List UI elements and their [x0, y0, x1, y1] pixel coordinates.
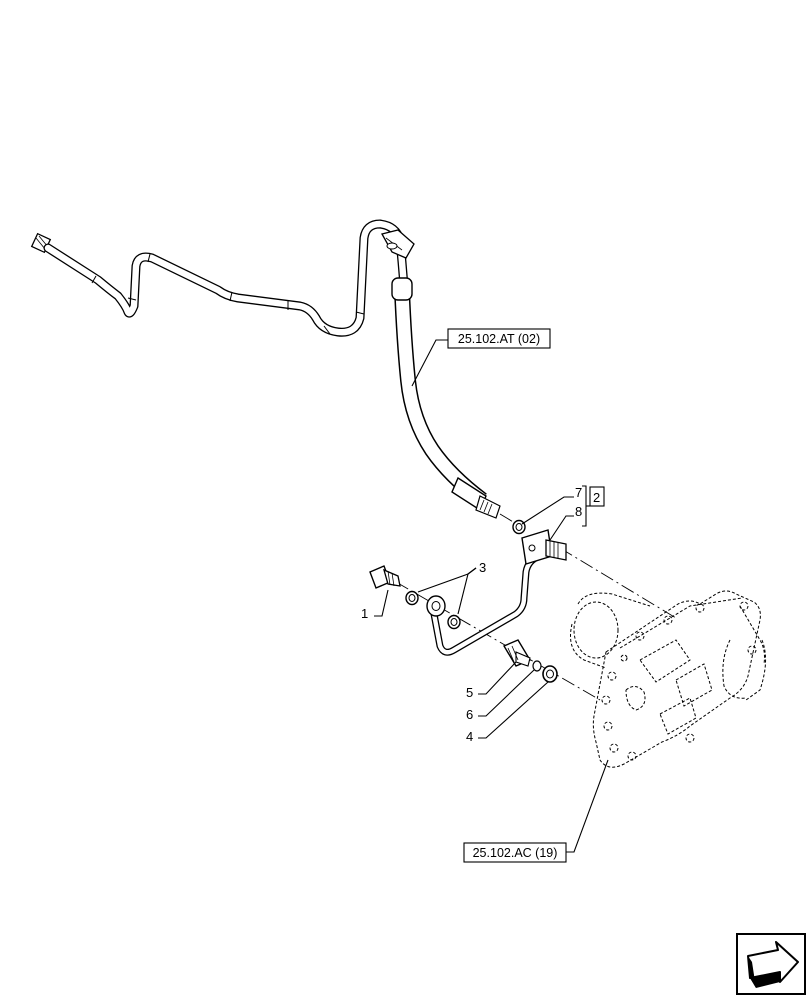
adapter-fitting-part-5	[502, 639, 532, 667]
banjo-fitting-upper	[545, 539, 567, 561]
pipe-bracket	[381, 229, 415, 259]
upper-pipe-assembly	[30, 219, 501, 519]
group-bracket	[582, 485, 605, 527]
reference-box-upper-pipe[interactable]: 25.102.AT (02)	[447, 328, 551, 349]
part-label-3: 3	[479, 560, 486, 575]
part-label-6: 6	[466, 707, 473, 722]
seal-part-6	[532, 660, 542, 672]
seal-part-7	[512, 519, 526, 535]
seal-part-4	[542, 665, 558, 683]
pipe-clamp-marks	[91, 253, 365, 335]
leader-lines	[374, 339, 609, 853]
part-label-1: 1	[361, 606, 368, 621]
part-label-2: 2	[593, 490, 600, 505]
banjo-fitting-lower	[426, 595, 446, 617]
next-page-arrow-icon[interactable]	[736, 933, 806, 995]
small-pipe-assembly	[426, 529, 567, 656]
seal-part-3b	[447, 614, 461, 630]
banjo-bolt-part-1	[369, 565, 401, 589]
upper-pipe-tube	[43, 219, 409, 337]
part-label-7: 7	[575, 485, 582, 500]
reference-label-housing: 25.102.AC (19)	[473, 846, 558, 860]
reference-label-upper-pipe: 25.102.AT (02)	[458, 332, 540, 346]
transmission-housing	[570, 590, 766, 768]
reference-box-housing[interactable]: 25.102.AC (19)	[463, 842, 567, 863]
part-label-5: 5	[466, 685, 473, 700]
part-label-4: 4	[466, 729, 473, 744]
seal-part-3a	[405, 590, 419, 606]
part-label-8: 8	[575, 504, 582, 519]
